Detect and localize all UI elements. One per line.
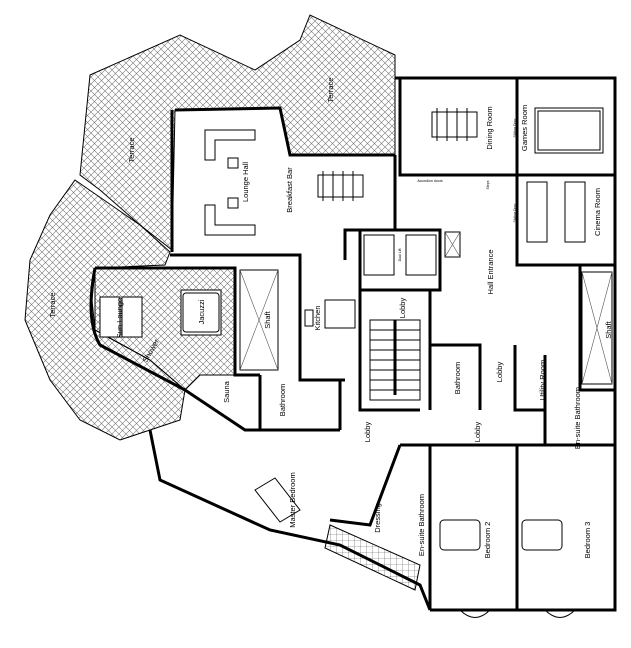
bay-windows bbox=[459, 609, 576, 618]
label-utility-room: Utility Room bbox=[538, 360, 547, 400]
label-lobby-center: Lobby bbox=[495, 362, 504, 383]
label-terrace-left: Terrace bbox=[48, 292, 57, 317]
bed-3 bbox=[521, 519, 563, 551]
label-master-bedroom: Master Bedroom bbox=[288, 472, 297, 527]
note-sliding-door-1: Sliding Door bbox=[513, 118, 517, 138]
label-lobby-lift: Lobby bbox=[398, 298, 407, 319]
label-cinema-room: Cinema Room bbox=[593, 188, 602, 236]
shaft-right bbox=[581, 271, 613, 385]
balcony-strip bbox=[324, 524, 421, 591]
label-shaft-left: Shaft bbox=[263, 310, 272, 328]
label-lobby-lower-left: Lobby bbox=[363, 422, 372, 443]
shaft-left bbox=[239, 269, 279, 371]
label-terrace-left-upper: Terrace bbox=[127, 137, 136, 162]
label-ensuite-right: En-suite Bathroom bbox=[573, 387, 582, 449]
kitchen-island bbox=[304, 299, 356, 329]
annotations: Sliding Door Sliding Door Steps Accordio… bbox=[398, 118, 517, 262]
label-games-room: Games Room bbox=[520, 105, 529, 151]
lift bbox=[363, 231, 461, 276]
label-terrace-top: Terrace bbox=[326, 77, 335, 102]
label-sun-lounge: Sun Lounge bbox=[115, 298, 124, 338]
pool-table bbox=[534, 107, 604, 154]
jacuzzi-tub bbox=[180, 289, 222, 336]
label-sauna: Sauna bbox=[222, 380, 231, 403]
label-shaft-right: Shaft bbox=[604, 320, 613, 338]
label-kitchen: Kitchen bbox=[313, 305, 322, 330]
master-bed bbox=[254, 477, 301, 523]
breakfast-table bbox=[317, 171, 364, 201]
label-lounge-hall: Lounge Hall bbox=[241, 162, 250, 202]
note-lift: Dual Lift bbox=[398, 249, 402, 262]
cinema-seats bbox=[526, 181, 586, 243]
label-breakfast-bar: Breakfast Bar bbox=[285, 167, 294, 213]
note-accordion-doors: Accordion doors bbox=[417, 179, 443, 183]
label-bathroom-center: Bathroom bbox=[453, 362, 462, 395]
label-bedroom-3: Bedroom 3 bbox=[583, 522, 592, 559]
stairs bbox=[369, 319, 421, 401]
label-dressing: Dressing bbox=[373, 503, 382, 533]
label-jacuzzi: Jacuzzi bbox=[197, 299, 206, 324]
room-labels: Terrace Terrace Terrace Lounge Hall Brea… bbox=[48, 77, 613, 558]
note-steps: Steps bbox=[486, 180, 490, 189]
walls bbox=[89, 76, 617, 612]
bed-2 bbox=[439, 519, 481, 551]
lounge-sofas bbox=[204, 129, 256, 236]
note-sliding-door-2: Sliding Door bbox=[513, 203, 517, 223]
dining-table bbox=[431, 108, 478, 141]
label-bedroom-2: Bedroom 2 bbox=[483, 522, 492, 559]
label-dining-room: Dining Room bbox=[485, 106, 494, 149]
label-lobby-lower-center: Lobby bbox=[473, 422, 482, 443]
label-ensuite-left: En-suite Bathroom bbox=[417, 494, 426, 556]
sun-loungers bbox=[99, 296, 143, 338]
label-hall-entrance: Hall Entrance bbox=[486, 249, 495, 294]
label-bathroom-left: Bathroom bbox=[278, 384, 287, 417]
